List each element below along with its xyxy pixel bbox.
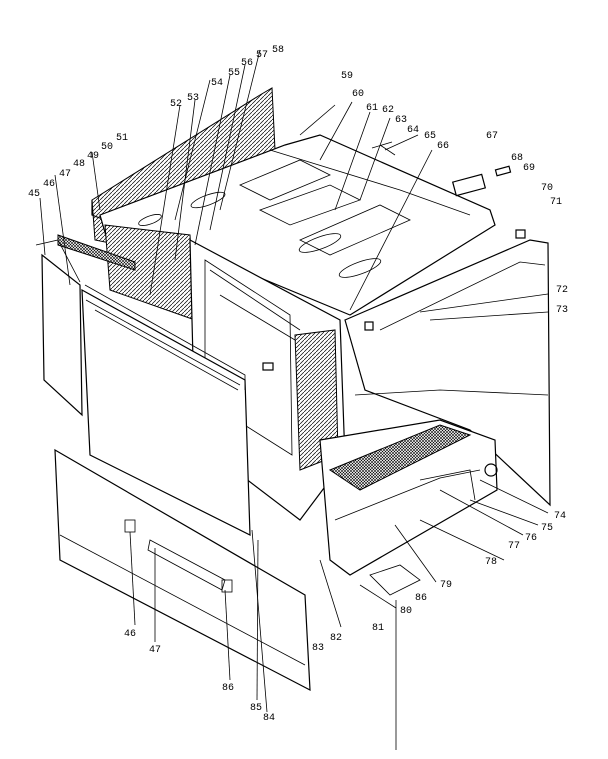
label-48: 48 — [73, 159, 85, 170]
label-65: 65 — [424, 131, 436, 142]
leader-lines — [39, 49, 549, 750]
label-86-left: 86 — [222, 683, 234, 694]
label-60: 60 — [352, 89, 364, 100]
label-55: 55 — [228, 68, 240, 79]
label-78: 78 — [485, 557, 497, 568]
broiler-drawer — [319, 419, 498, 596]
label-75: 75 — [541, 523, 553, 534]
label-51: 51 — [116, 133, 128, 144]
label-46-top: 46 — [43, 179, 55, 190]
label-61: 61 — [366, 103, 378, 114]
label-57: 57 — [256, 50, 268, 61]
label-67: 67 — [486, 131, 498, 142]
oven-door — [81, 284, 251, 536]
label-80: 80 — [400, 606, 412, 617]
label-66: 66 — [437, 141, 449, 152]
label-85: 85 — [250, 703, 262, 714]
drawer-front-panel — [54, 448, 311, 692]
label-45: 45 — [28, 189, 40, 200]
label-79: 79 — [440, 580, 452, 591]
label-59: 59 — [341, 71, 353, 82]
label-50: 50 — [101, 142, 113, 153]
label-69: 69 — [523, 163, 535, 174]
label-54: 54 — [211, 78, 223, 89]
label-58: 58 — [272, 45, 284, 56]
label-76: 76 — [525, 533, 537, 544]
label-82: 82 — [330, 633, 342, 644]
side-panel-right — [344, 239, 551, 507]
label-47-top: 47 — [59, 169, 71, 180]
label-56: 56 — [241, 58, 253, 69]
label-52: 52 — [170, 99, 182, 110]
label-64: 64 — [407, 125, 419, 136]
label-86-right: 86 — [415, 593, 427, 604]
label-74: 74 — [554, 511, 566, 522]
label-71: 71 — [550, 197, 562, 208]
label-83: 83 — [312, 643, 324, 654]
label-84: 84 — [263, 713, 275, 724]
label-63: 63 — [395, 115, 407, 126]
label-46-bottom: 46 — [124, 629, 136, 640]
label-49: 49 — [87, 151, 99, 162]
label-62: 62 — [382, 105, 394, 116]
label-47-bottom: 47 — [149, 645, 161, 656]
left-side-panel — [35, 239, 83, 417]
label-73: 73 — [556, 305, 568, 316]
label-77: 77 — [508, 541, 520, 552]
label-81: 81 — [372, 623, 384, 634]
label-70: 70 — [541, 183, 553, 194]
part-labels: 58 57 56 55 54 59 60 61 62 63 64 65 66 6… — [28, 45, 568, 724]
label-53: 53 — [187, 93, 199, 104]
small-parts — [262, 141, 526, 371]
label-68: 68 — [511, 153, 523, 164]
label-72: 72 — [556, 285, 568, 296]
